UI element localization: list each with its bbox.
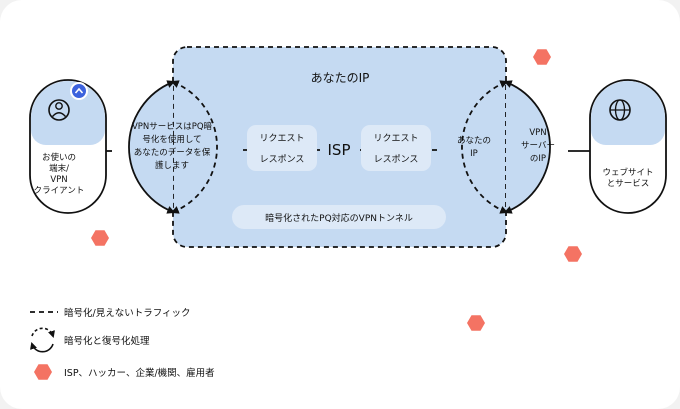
encryption-arrow-right-inner <box>461 80 509 214</box>
client-label-2: 端末/ <box>49 163 69 174</box>
vpn-server-ip-text-3: のIP <box>530 154 546 164</box>
legend-arrows-icon <box>30 327 55 353</box>
globe-icon <box>609 99 631 121</box>
vpn-server-node-fill <box>506 82 551 212</box>
client-label-4: クライアント <box>34 186 85 196</box>
threat-hexagon-icon-1 <box>91 230 109 246</box>
tunnel-label: 暗号化されたPQ対応のVPNトンネル <box>265 212 413 224</box>
legend-hexagon-label: ISP、ハッカー、企業/機関、雇用者 <box>64 367 215 379</box>
request-response-pill-left <box>247 125 317 171</box>
vpn-service-text-1: VPNサービスはPQ暗 <box>132 121 213 132</box>
isp-area-title: あなたのIP <box>311 71 370 85</box>
vpn-service-text-2: 号化を使用して <box>142 134 201 145</box>
left-pill-request: リクエスト <box>259 133 304 144</box>
vpn-service-text-3: あなたのデータを保 <box>134 147 211 158</box>
encryption-arrow-left-outer <box>128 80 176 214</box>
legend-arrows-label: 暗号化と復号化処理 <box>64 335 150 347</box>
website-label-1: ウェブサイト <box>602 167 653 178</box>
threat-hexagon-icon-4 <box>467 315 485 331</box>
client-label-1: お使いの <box>42 152 76 163</box>
left-pill-response: レスポンス <box>260 154 305 165</box>
vpn-server-ip-text-2: サーバー <box>521 141 555 151</box>
right-pill-request: リクエスト <box>373 133 418 144</box>
website-icon-area <box>591 81 665 145</box>
your-ip-text-2: IP <box>470 149 478 159</box>
legend: 暗号化/見えないトラフィック 暗号化と復号化処理 ISP、ハッカー、企業/機関、… <box>30 307 215 380</box>
request-response-pill-right <box>361 125 431 171</box>
vpn-service-node-fill <box>128 82 173 212</box>
vpn-service-text-4: 護します <box>155 160 189 171</box>
website-label-2: とサービス <box>607 179 650 189</box>
encryption-arrow-right-outer <box>503 80 551 214</box>
encryption-arrow-left-inner <box>170 80 218 214</box>
client-label-3: VPN <box>50 175 67 185</box>
tunnel-label-pill <box>232 205 446 229</box>
legend-dashed-label: 暗号化/見えないトラフィック <box>64 307 191 319</box>
isp-label-bg <box>322 138 356 160</box>
right-pill-response: レスポンス <box>374 154 419 165</box>
legend-hexagon-icon <box>34 364 52 380</box>
threat-hexagon-icon-2 <box>533 49 551 65</box>
vpn-server-ip-text-1: VPN <box>529 128 546 138</box>
isp-label: ISP <box>328 141 351 159</box>
threat-hexagon-icon-3 <box>564 246 582 262</box>
chevron-up-icon <box>70 82 88 100</box>
user-icon <box>48 99 70 121</box>
your-ip-text-1: あなたの <box>457 136 491 146</box>
